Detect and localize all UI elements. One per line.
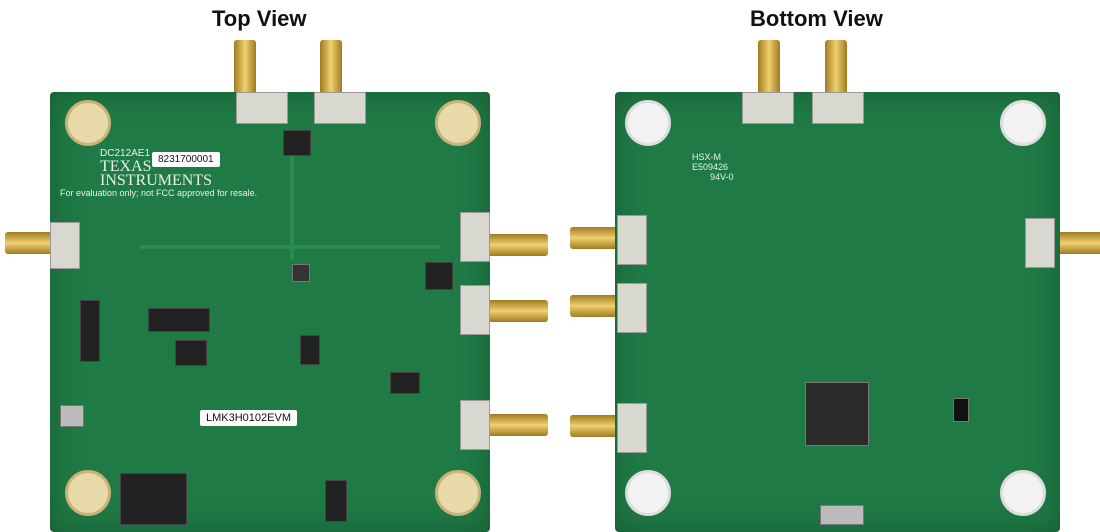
serial-label: 8231700001 bbox=[152, 152, 220, 167]
bottom-view-title: Bottom View bbox=[750, 6, 883, 31]
pcb-marking-1: HSX-M bbox=[692, 152, 721, 162]
pcb-marking-3: 94V-0 bbox=[710, 172, 734, 182]
fcc-notice: For evaluation only; not FCC approved fo… bbox=[60, 188, 258, 198]
top-view-title: Top View bbox=[212, 6, 307, 31]
pcb-marking-2: E509426 bbox=[692, 162, 729, 172]
board-name-label: LMK3H0102EVM bbox=[200, 410, 297, 426]
part-number: DC212AE1 bbox=[100, 148, 151, 159]
ti-logo: TEXAS INSTRUMENTS bbox=[100, 158, 213, 189]
